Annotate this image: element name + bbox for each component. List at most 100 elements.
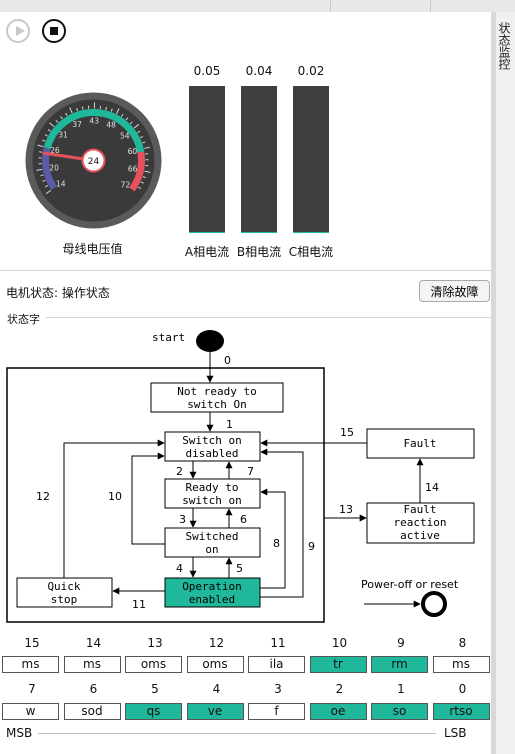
- gauge-hub: [81, 148, 106, 173]
- gauge-tick: [116, 108, 120, 115]
- right-dock-bar: 状态监控: [491, 12, 515, 754]
- bit-number: 9: [397, 636, 405, 650]
- gauge-tick-label: 60: [128, 147, 138, 156]
- gauge-tick: [42, 179, 46, 182]
- bit-number: 0: [458, 682, 467, 696]
- start-node: [196, 330, 224, 352]
- bit-box: so: [371, 703, 428, 720]
- gauge-value: 24: [88, 157, 100, 167]
- state-operation-enabled: Operation enabled: [164, 577, 261, 608]
- gauge-tick: [36, 168, 43, 171]
- transition-15-label: 15: [340, 426, 354, 439]
- bar-fill: [293, 232, 329, 233]
- phase-c-current-label: C相电流: [288, 245, 334, 259]
- transition-8-label: 8: [273, 537, 280, 550]
- transition-3-label: 3: [179, 513, 186, 526]
- gauge-tick: [40, 174, 44, 177]
- tab-separator: [430, 0, 431, 12]
- phase-a-current-label: A相电流: [184, 245, 230, 259]
- power-off-node: [421, 591, 447, 617]
- bit-number: 5: [151, 682, 159, 696]
- transition-7-label: 7: [247, 465, 254, 478]
- state-text: Switch on: [182, 434, 242, 447]
- transition-12-arrow: [63, 439, 165, 578]
- bar-fill: [241, 231, 277, 233]
- gauge-tick-label: 20: [49, 163, 59, 172]
- transition-10-label: 10: [108, 490, 122, 503]
- gauge-tick: [42, 139, 46, 142]
- gauge-tick: [60, 116, 63, 120]
- dock-scroll-strip[interactable]: [491, 12, 496, 754]
- gauge-label: 母线电压值: [62, 242, 123, 256]
- bit-box: oms: [125, 656, 182, 673]
- gauge-tick: [76, 108, 78, 112]
- bit-number: 1: [397, 682, 405, 696]
- gauge-tick-label: 43: [89, 117, 99, 126]
- gauge-tick: [55, 119, 59, 123]
- msb-label: MSB: [6, 726, 33, 740]
- gauge-tick: [143, 146, 151, 149]
- bit-box: ms: [432, 656, 490, 673]
- transition-4-label: 4: [176, 562, 183, 575]
- state-text: disabled: [186, 447, 239, 460]
- bit-number: 10: [331, 636, 348, 650]
- phase-b-current-value: 0.04: [245, 64, 273, 78]
- tab-separator: [330, 0, 331, 12]
- gauge-tick: [69, 107, 73, 114]
- device-frame: [6, 367, 325, 623]
- state-not-ready: Not ready to switch On: [150, 382, 284, 413]
- bit-scale-line: [38, 733, 436, 734]
- state-text: Operation: [182, 580, 242, 593]
- motor-status: 电机状态: 操作状态: [6, 284, 110, 301]
- bit-box: ms: [2, 656, 59, 673]
- transition-9-label: 9: [308, 540, 315, 553]
- state-switched-on: Switched on: [164, 527, 261, 558]
- bit-box: w: [2, 703, 59, 720]
- state-text: on: [205, 543, 218, 556]
- state-text: Quick: [47, 580, 80, 593]
- state-fault-reaction-active: Fault reaction active: [366, 502, 475, 544]
- statusword-group-title: 状态字: [7, 311, 43, 327]
- gauge-tick-label: 26: [50, 146, 60, 155]
- state-ready-to-switch-on: Ready to switch on: [164, 478, 261, 509]
- gauge-tick: [142, 141, 146, 144]
- bit-number: 11: [270, 636, 286, 650]
- stop-button[interactable]: [42, 19, 66, 43]
- bit-box: qs: [125, 703, 182, 720]
- bit-number: 7: [28, 682, 36, 696]
- state-text: active: [400, 529, 440, 542]
- bit-number: 2: [335, 682, 344, 696]
- phase-a-current-value: 0.05: [193, 64, 221, 78]
- gauge-tick: [65, 112, 68, 116]
- transition-14-label: 14: [425, 481, 439, 494]
- clear-fault-button[interactable]: 清除故障: [419, 280, 490, 302]
- state-text: Fault: [403, 437, 436, 450]
- bit-box: tr: [309, 656, 367, 673]
- gauge-tick: [129, 121, 133, 125]
- play-button[interactable]: [6, 19, 30, 43]
- gauge-tick: [137, 130, 141, 134]
- gauge-tick: [105, 106, 107, 111]
- group-box-border: [46, 317, 491, 318]
- state-text: switch on: [182, 494, 242, 507]
- bit-number: 15: [24, 636, 40, 650]
- gauge-tick: [110, 108, 113, 112]
- state-text: Not ready to: [177, 385, 256, 398]
- bit-number: 12: [208, 636, 225, 650]
- bit-number: 14: [85, 636, 102, 650]
- gauge-tick: [140, 181, 144, 184]
- tab-status-monitor[interactable]: 状态监控: [497, 22, 511, 70]
- bit-box: f: [248, 703, 305, 720]
- section-divider: [0, 270, 491, 271]
- bit-number: 3: [274, 682, 282, 696]
- motor-status-label: 电机状态:: [6, 286, 59, 300]
- gauge-high-zone: [128, 151, 145, 192]
- gauge-tick-label: 14: [56, 179, 66, 188]
- gauge-tick: [45, 185, 49, 188]
- gauge-tick: [137, 186, 142, 190]
- bit-box: ms: [63, 656, 121, 673]
- state-text: Fault: [403, 503, 436, 516]
- bit-box: ila: [248, 656, 305, 673]
- bit-box: rm: [371, 656, 428, 673]
- transition-12-label: 12: [36, 490, 50, 503]
